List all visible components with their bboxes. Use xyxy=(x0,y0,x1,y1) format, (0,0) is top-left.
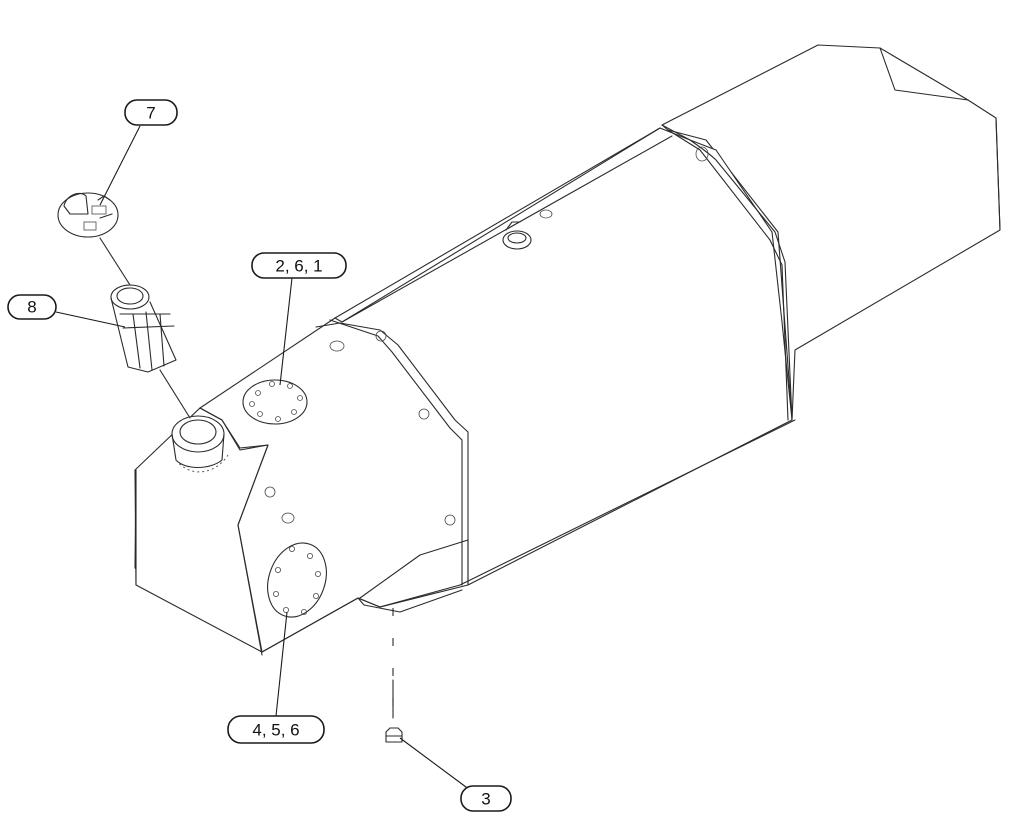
drain-plug-part xyxy=(385,608,403,743)
sender-unit-part xyxy=(57,192,119,238)
leader-8 xyxy=(55,311,126,328)
callout-3-text: 3 xyxy=(481,790,490,809)
callout-7-text: 7 xyxy=(146,104,155,123)
callout-4-5-6: 4, 5, 6 xyxy=(227,715,325,744)
assembly-line xyxy=(159,369,191,419)
leader-7 xyxy=(99,125,141,206)
callout-2-6-1-text: 2, 6, 1 xyxy=(275,257,322,276)
callout-3: 3 xyxy=(460,785,512,812)
assembly-line xyxy=(99,237,131,286)
callout-2-6-1: 2, 6, 1 xyxy=(251,252,347,279)
callout-4-5-6-text: 4, 5, 6 xyxy=(252,721,299,740)
fuel-tank xyxy=(134,44,1001,656)
leader-261 xyxy=(279,277,293,386)
callout-8: 8 xyxy=(7,294,57,320)
leader-456 xyxy=(275,611,288,717)
leader-3 xyxy=(399,737,471,791)
callout-8-text: 8 xyxy=(27,298,36,317)
callout-7: 7 xyxy=(124,99,178,126)
strainer-part xyxy=(110,284,177,373)
